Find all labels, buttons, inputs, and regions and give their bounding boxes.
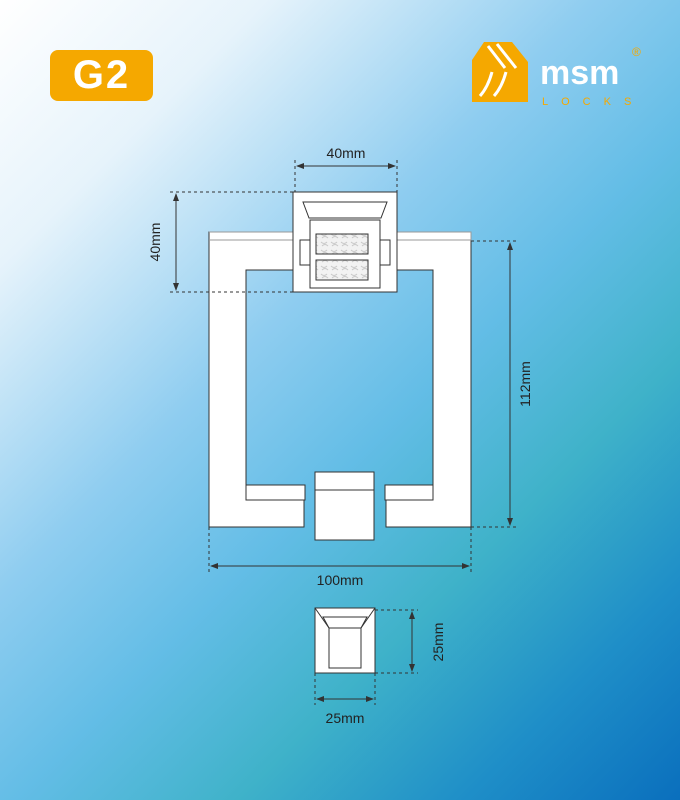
dim-mount-width: 40mm [327, 145, 366, 161]
dim-ring-height: 112mm [517, 361, 533, 407]
brand-logo: msm LOCKS ® [472, 42, 644, 108]
top-mount [292, 191, 398, 293]
brand-subtitle: LOCKS [542, 96, 644, 108]
model-badge: G2 [50, 50, 153, 101]
dim-knob-width: 25mm [326, 710, 365, 726]
knocker-ring [208, 231, 472, 528]
registered-mark: ® [632, 45, 641, 59]
bottom-knob-block [314, 471, 375, 541]
knob-detail [314, 607, 376, 674]
brand-name: msm [540, 54, 619, 92]
dim-ring-width: 100mm [317, 572, 364, 588]
dim-knob-height: 25mm [430, 623, 446, 662]
dim-mount-height: 40mm [147, 223, 163, 262]
